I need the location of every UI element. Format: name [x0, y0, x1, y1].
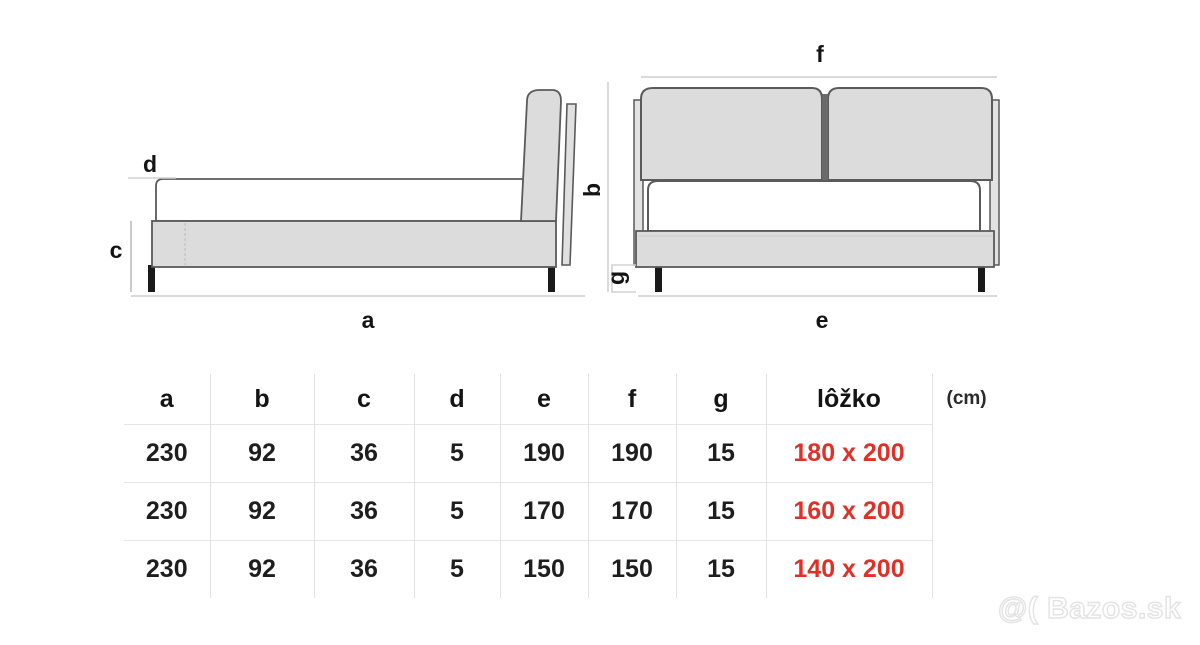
dimension-label-d: d — [143, 151, 157, 177]
cell-c: 36 — [314, 482, 415, 541]
cell-spacer — [932, 541, 1009, 599]
cell-d: 5 — [414, 482, 501, 541]
front-view-cushion-divider — [822, 94, 828, 180]
table-header-e: e — [500, 374, 589, 425]
front-view-cushion-right — [827, 87, 993, 181]
table-row: 230 92 36 5 170 170 15 160 x 200 — [124, 482, 1009, 541]
cell-d: 5 — [414, 424, 501, 483]
cell-bed-size: 180 x 200 — [766, 424, 933, 483]
cell-b: 92 — [210, 424, 315, 483]
table-header-g: g — [676, 374, 767, 425]
table-row: 230 92 36 5 150 150 15 140 x 200 — [124, 540, 1009, 599]
cell-bed-size: 160 x 200 — [766, 482, 933, 541]
dimension-label-c: c — [110, 237, 123, 263]
cell-b: 92 — [210, 482, 315, 541]
cell-spacer — [932, 483, 1009, 541]
cell-bed-size: 140 x 200 — [766, 540, 933, 598]
cell-a: 230 — [124, 540, 211, 598]
front-view-leg-right — [978, 265, 985, 292]
side-view-headboard-cushion — [520, 89, 562, 222]
table-header-bed: lôžko — [766, 374, 933, 425]
cell-e: 150 — [500, 540, 589, 598]
dimensions-table: a b c d e f g lôžko (cm) 230 92 36 5 190… — [124, 374, 1009, 598]
dimension-bracket-g — [611, 264, 636, 293]
cell-f: 190 — [588, 424, 677, 483]
dimension-label-g: g — [603, 271, 629, 285]
front-view-drawing: f e g — [603, 41, 1000, 333]
table-header-f: f — [588, 374, 677, 425]
table-row: 230 92 36 5 190 190 15 180 x 200 — [124, 424, 1009, 483]
front-view-inner-rail — [647, 180, 981, 232]
cell-e: 170 — [500, 482, 589, 541]
cell-d: 5 — [414, 540, 501, 598]
cell-a: 230 — [124, 424, 211, 483]
dimension-label-b-side: b — [579, 183, 605, 197]
side-view-headboard-back-panel — [561, 103, 577, 266]
table-header-a: a — [124, 374, 211, 425]
table-header-row: a b c d e f g lôžko (cm) — [124, 374, 1009, 425]
cell-b: 92 — [210, 540, 315, 598]
dimension-label-f: f — [816, 41, 824, 67]
cell-f: 170 — [588, 482, 677, 541]
cell-f: 150 — [588, 540, 677, 598]
cell-c: 36 — [314, 540, 415, 598]
side-view-frame-body — [151, 220, 557, 268]
cell-e: 190 — [500, 424, 589, 483]
table-header-d: d — [414, 374, 501, 425]
technical-drawings: d c a b — [110, 41, 1000, 333]
dimension-label-e: e — [816, 307, 829, 333]
front-view-cushion-left — [640, 87, 823, 181]
cell-c: 36 — [314, 424, 415, 483]
side-view-top-rail — [155, 178, 549, 222]
cell-g: 15 — [676, 424, 767, 483]
site-watermark: @( Bazos.sk — [997, 591, 1182, 625]
front-view-base-panel — [635, 230, 995, 268]
cell-g: 15 — [676, 540, 767, 598]
side-view-drawing: d c a b — [110, 82, 609, 333]
side-view-leg-front — [148, 265, 155, 292]
cell-g: 15 — [676, 482, 767, 541]
table-header-b: b — [210, 374, 315, 425]
cell-a: 230 — [124, 482, 211, 541]
table-header-c: c — [314, 374, 415, 425]
dimension-label-a: a — [362, 307, 375, 333]
table-unit-label: (cm) — [946, 388, 987, 410]
cell-spacer — [932, 425, 1009, 483]
front-view-leg-left — [655, 265, 662, 292]
side-view-leg-back — [548, 265, 555, 292]
